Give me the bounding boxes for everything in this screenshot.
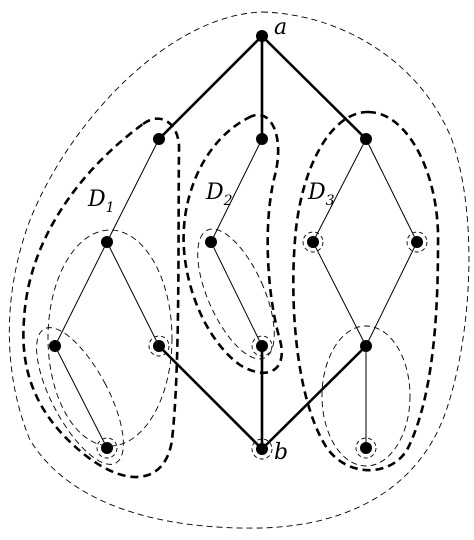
label-d3-sub: 3 [326,193,335,209]
vertex-ring [96,437,118,459]
label-d2: D2 [205,180,233,209]
vertex-a [256,30,268,42]
edge [312,241,367,347]
vertex [307,236,319,248]
edge [157,344,264,451]
label-d1: D1 [87,187,115,216]
thin-edges [54,138,418,449]
edge [365,138,418,243]
vertex [49,340,61,352]
vertex [101,236,113,248]
subregion-right-chain [321,325,411,467]
vertex-ring [148,335,170,357]
label-d3: D3 [307,180,335,209]
outer-boundary [8,11,470,529]
thick-edges [157,34,368,451]
vertex [256,133,268,145]
edge [157,34,264,141]
subregion-left-chain [36,327,124,465]
edge [54,345,108,449]
edge [312,138,367,243]
region-d1-boundary [22,117,181,479]
vertex [360,442,372,454]
vertices [49,30,423,455]
edge [260,34,368,141]
label-a: a [274,15,287,40]
edge [260,344,368,451]
edge [210,241,263,347]
region-d3-boundary [292,110,440,472]
vertex [360,340,372,352]
vertex [101,442,113,454]
label-d2-main: D [205,180,224,205]
vertex [256,340,268,352]
vertex-b [256,443,268,455]
edge [365,241,418,347]
label-d3-main: D [307,180,326,205]
vertex-ring [251,438,273,460]
edge [54,241,108,347]
label-b: b [274,440,288,465]
vertex [411,236,423,248]
vertex [153,340,165,352]
vertex-ring [355,437,377,459]
edge [106,241,160,347]
vertex [360,133,372,145]
edge [210,138,263,243]
subregion-middle-chain [197,228,275,360]
vertex-ring [406,231,428,253]
vertex-ring [302,231,324,253]
vertex [153,133,165,145]
label-d1-sub: 1 [106,200,115,216]
label-d1-main: D [87,187,106,212]
edge [106,138,160,243]
label-d2-sub: 2 [223,193,233,209]
subregion-left-block [47,229,173,447]
vertex [205,236,217,248]
